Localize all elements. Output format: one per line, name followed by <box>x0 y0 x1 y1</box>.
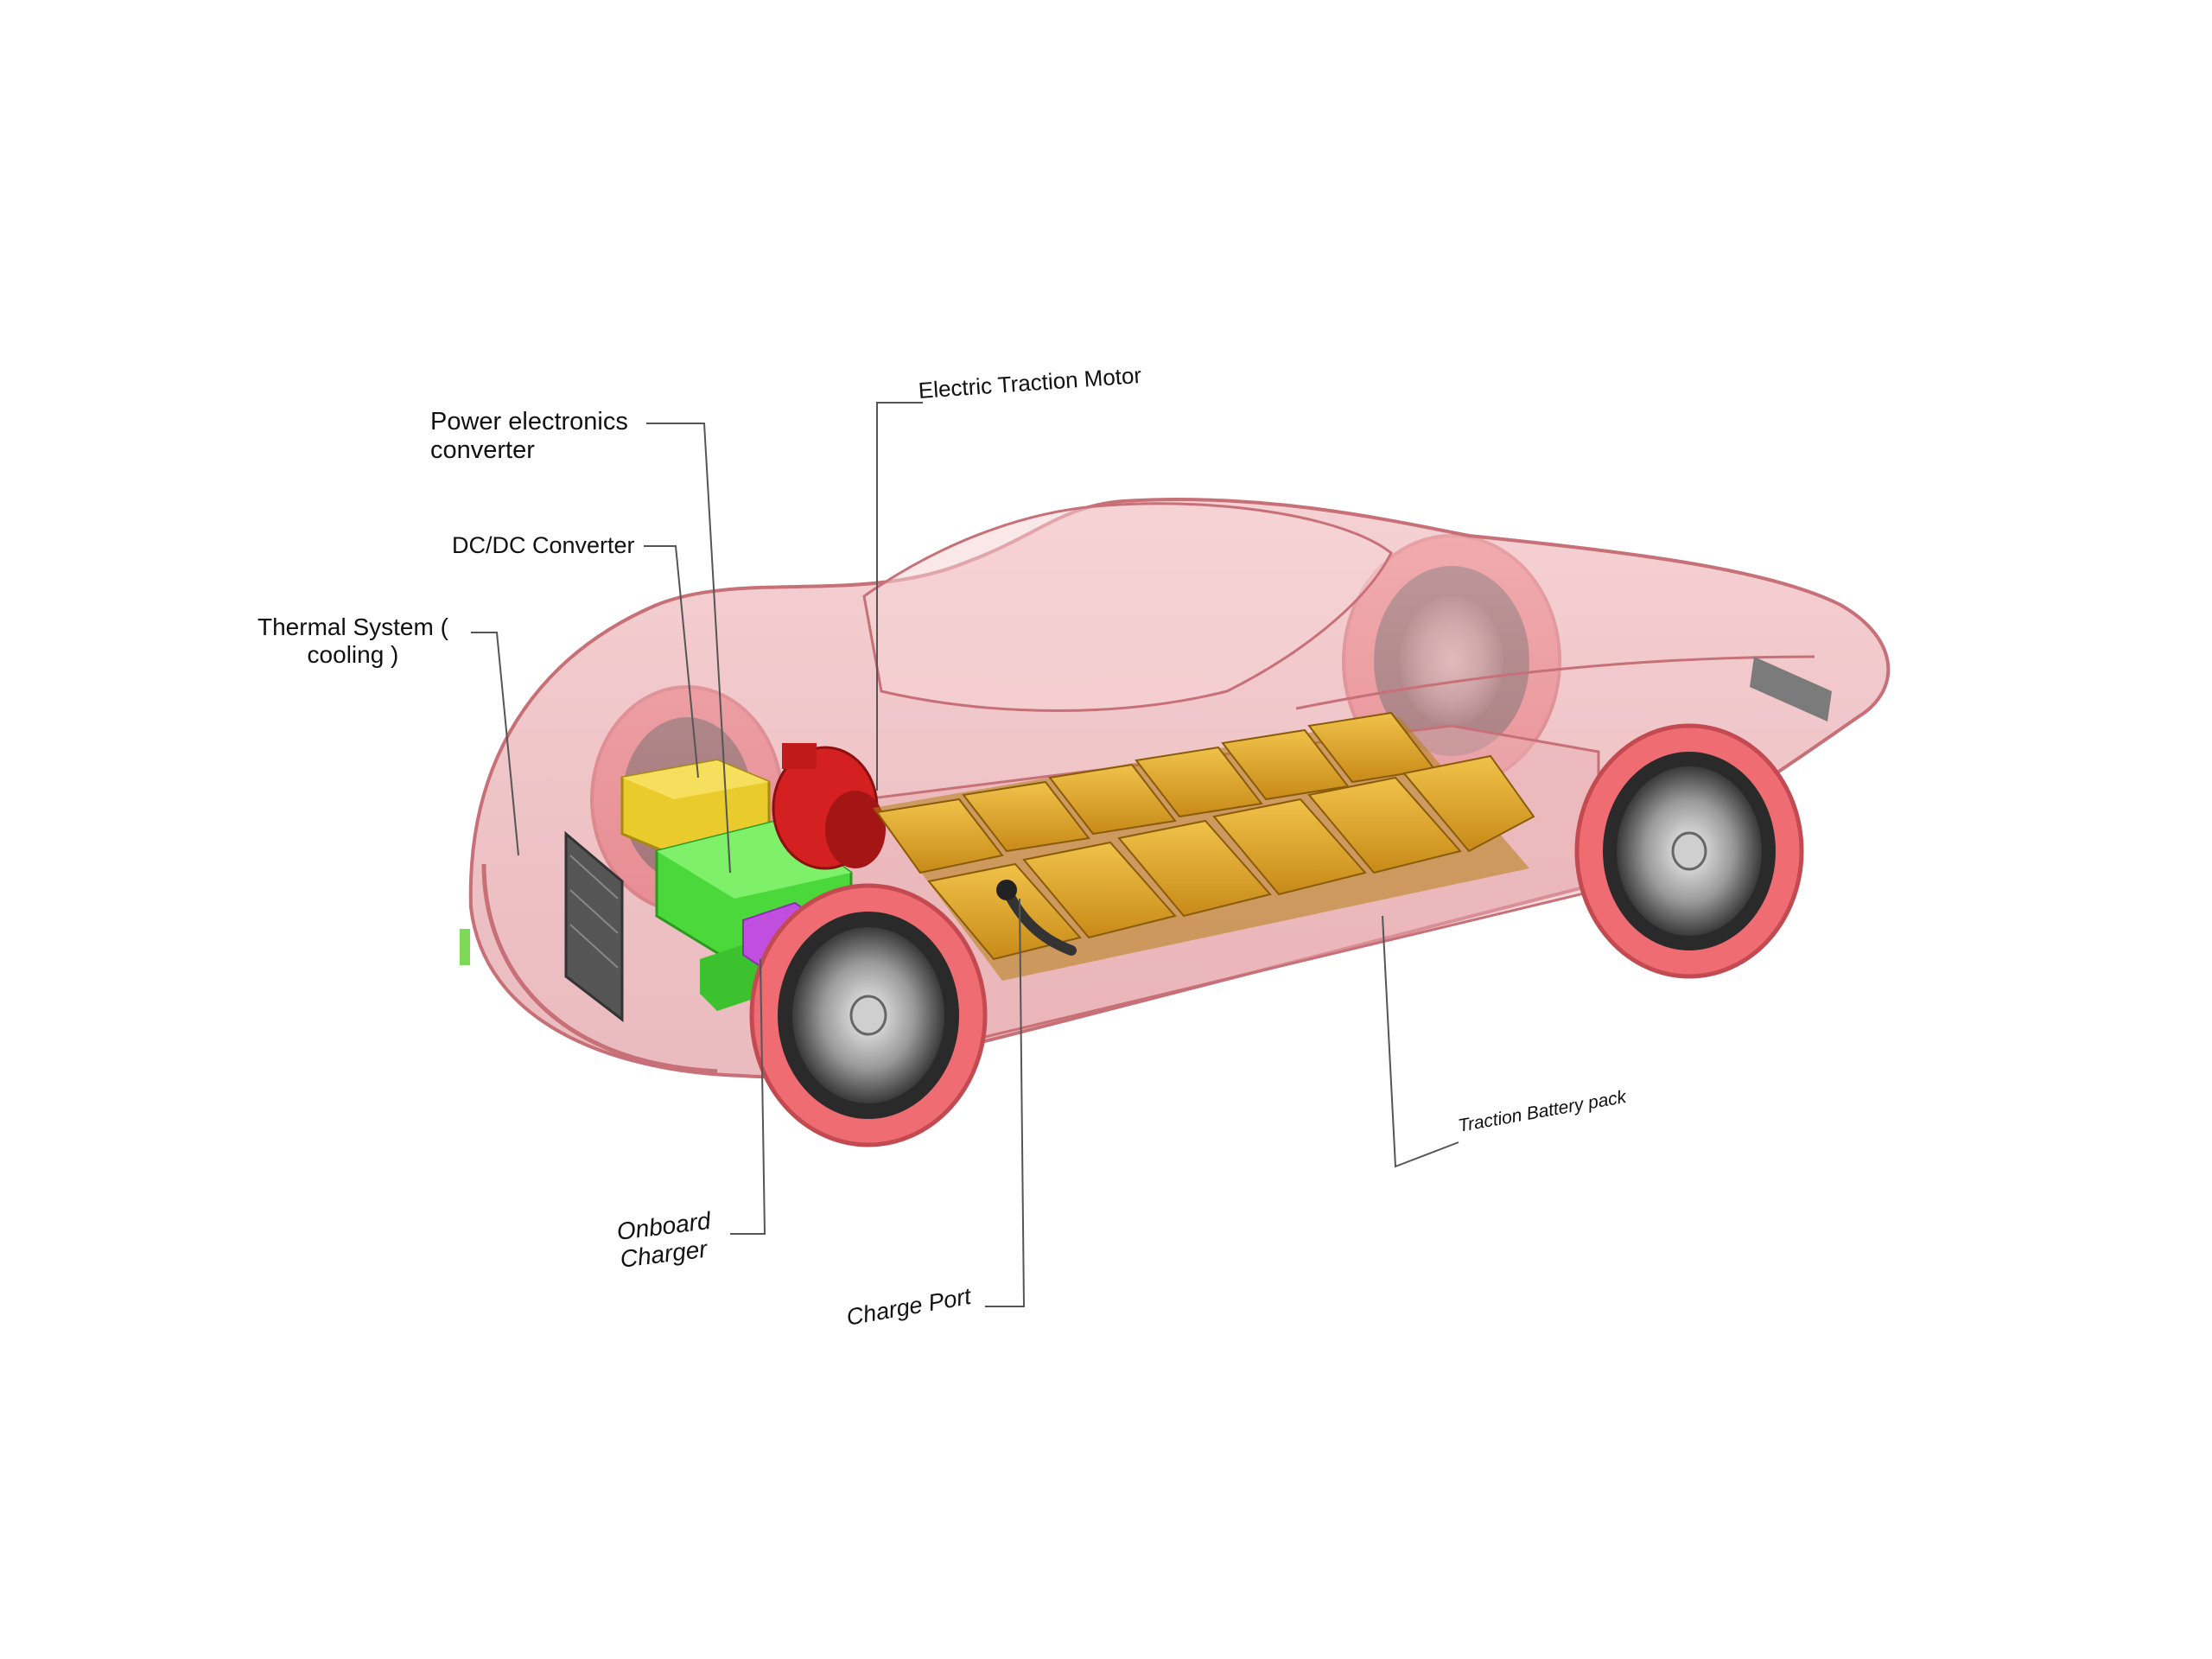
leader-onboard-charger <box>730 958 766 1235</box>
traction-motor <box>772 743 886 870</box>
leader-charge-port <box>985 898 1026 1307</box>
leader-traction-motor <box>876 402 923 791</box>
wheel-rear-near <box>1574 723 1804 979</box>
battery-row-front <box>927 754 1535 961</box>
label-dcdc-converter: DC/DC Converter <box>452 532 635 558</box>
battery-row-back <box>875 711 1436 874</box>
traction-battery-pack <box>873 711 1535 981</box>
label-thermal-line1: Thermal System ( <box>257 613 448 640</box>
radiator <box>460 830 624 1023</box>
leader-dcdc-converter <box>644 545 699 779</box>
label-onboard-charger: Onboard Charger <box>615 1207 715 1274</box>
label-thermal-system: Thermal System ( cooling ) <box>257 613 448 669</box>
wheel-front-near <box>749 883 988 1147</box>
leader-power-electronics <box>646 423 731 874</box>
label-thermal-line2: cooling ) <box>307 641 399 669</box>
label-power-electronics-converter: Power electronics converter <box>430 408 628 466</box>
leader-battery-pack <box>1382 915 1459 1168</box>
label-power-electronics-line2: converter <box>430 436 535 465</box>
leader-lines <box>471 402 1459 1307</box>
label-power-electronics-line1: Power electronics <box>430 408 628 435</box>
leader-thermal-system <box>471 632 519 856</box>
